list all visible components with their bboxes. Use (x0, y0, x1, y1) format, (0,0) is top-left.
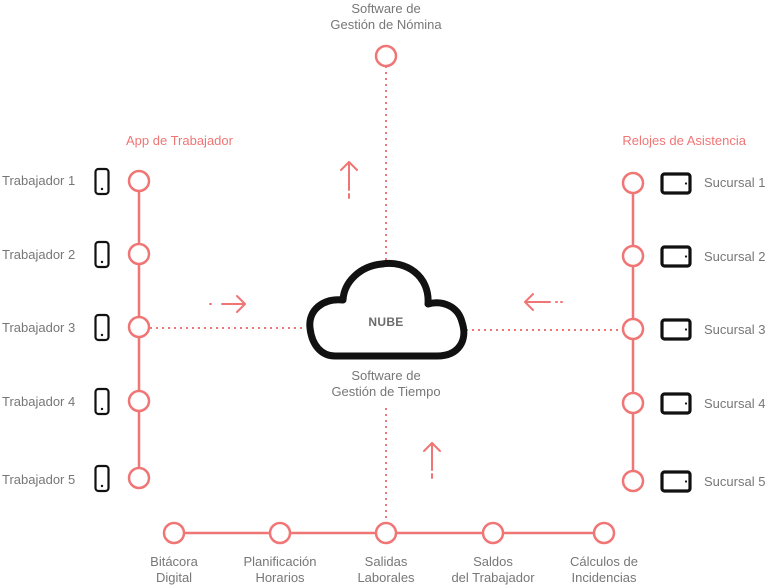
module-label-2-line2: Horarios (255, 570, 305, 585)
branch-label-1: Sucursal 1 (704, 175, 766, 190)
worker-node-5 (127, 466, 151, 490)
left-heading: App de Trabajador (126, 133, 233, 148)
module-label-4-line1: Saldos (473, 554, 513, 569)
module-node-3 (374, 521, 398, 545)
branch-label-2: Sucursal 2 (704, 249, 766, 264)
tablet-icon (660, 392, 692, 415)
module-label-3-line1: Salidas (364, 554, 408, 569)
arrow-right-left-side (209, 295, 246, 313)
right-heading: Relojes de Asistencia (622, 133, 746, 148)
arrow-up-top (340, 161, 358, 199)
branch-node-5 (621, 469, 645, 493)
branch-node-3 (621, 317, 645, 341)
tablet-icon (660, 172, 692, 195)
worker-label-5: Trabajador 5 (2, 472, 76, 487)
branch-label-4: Sucursal 4 (704, 396, 766, 411)
tablet-icon (660, 318, 692, 341)
module-label-1-line2: Digital (155, 570, 193, 585)
worker-node-3 (127, 315, 151, 339)
cloud-label: NUBE (368, 315, 404, 329)
tablet-icon (660, 470, 692, 493)
center-label-line2: Gestión de Tiempo (331, 384, 441, 399)
center-label-line1: Software de (351, 368, 421, 383)
worker-label-3: Trabajador 3 (2, 320, 76, 335)
module-node-1 (162, 521, 186, 545)
branch-label-3: Sucursal 3 (704, 322, 766, 337)
arrow-left-right-side (524, 293, 564, 311)
module-label-5-line1: Cálculos de (570, 554, 638, 569)
arrow-up-bottom (423, 442, 441, 479)
smartphone-icon (94, 167, 110, 196)
module-label-3-line2: Laborales (357, 570, 415, 585)
branch-node-1 (621, 171, 645, 195)
cloud-icon (306, 259, 468, 360)
smartphone-icon (94, 387, 110, 416)
smartphone-icon (94, 240, 110, 269)
worker-node-1 (127, 169, 151, 193)
module-label-5-line2: Incidencias (571, 570, 637, 585)
worker-label-1: Trabajador 1 (2, 173, 76, 188)
module-node-4 (481, 521, 505, 545)
branch-label-5: Sucursal 5 (704, 474, 766, 489)
worker-node-4 (127, 389, 151, 413)
tablet-icon (660, 245, 692, 268)
top-node (374, 44, 398, 68)
module-label-1-line1: Bitácora (150, 554, 198, 569)
branch-node-4 (621, 391, 645, 415)
smartphone-icon (94, 464, 110, 493)
module-label-4-line2: del Trabajador (451, 570, 535, 585)
worker-label-4: Trabajador 4 (2, 394, 76, 409)
module-label-2-line1: Planificación (243, 554, 317, 569)
module-node-2 (268, 521, 292, 545)
smartphone-icon (94, 313, 110, 342)
top-label-line2: Gestión de Nómina (330, 17, 442, 32)
branch-node-2 (621, 244, 645, 268)
worker-node-2 (127, 242, 151, 266)
worker-label-2: Trabajador 2 (2, 247, 76, 262)
top-label-line1: Software de (351, 1, 421, 16)
module-node-5 (592, 521, 616, 545)
